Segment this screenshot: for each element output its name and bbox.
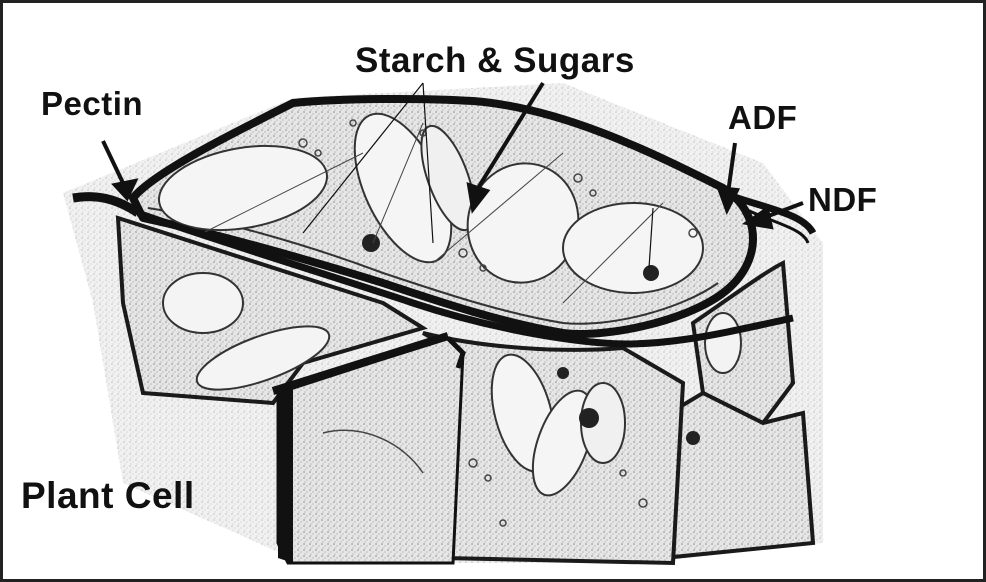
label-plant-cell: Plant Cell	[21, 477, 195, 514]
label-ndf: NDF	[808, 183, 877, 216]
label-pectin: Pectin	[41, 87, 143, 120]
label-adf: ADF	[728, 101, 797, 134]
label-starch-sugars: Starch & Sugars	[355, 43, 635, 78]
